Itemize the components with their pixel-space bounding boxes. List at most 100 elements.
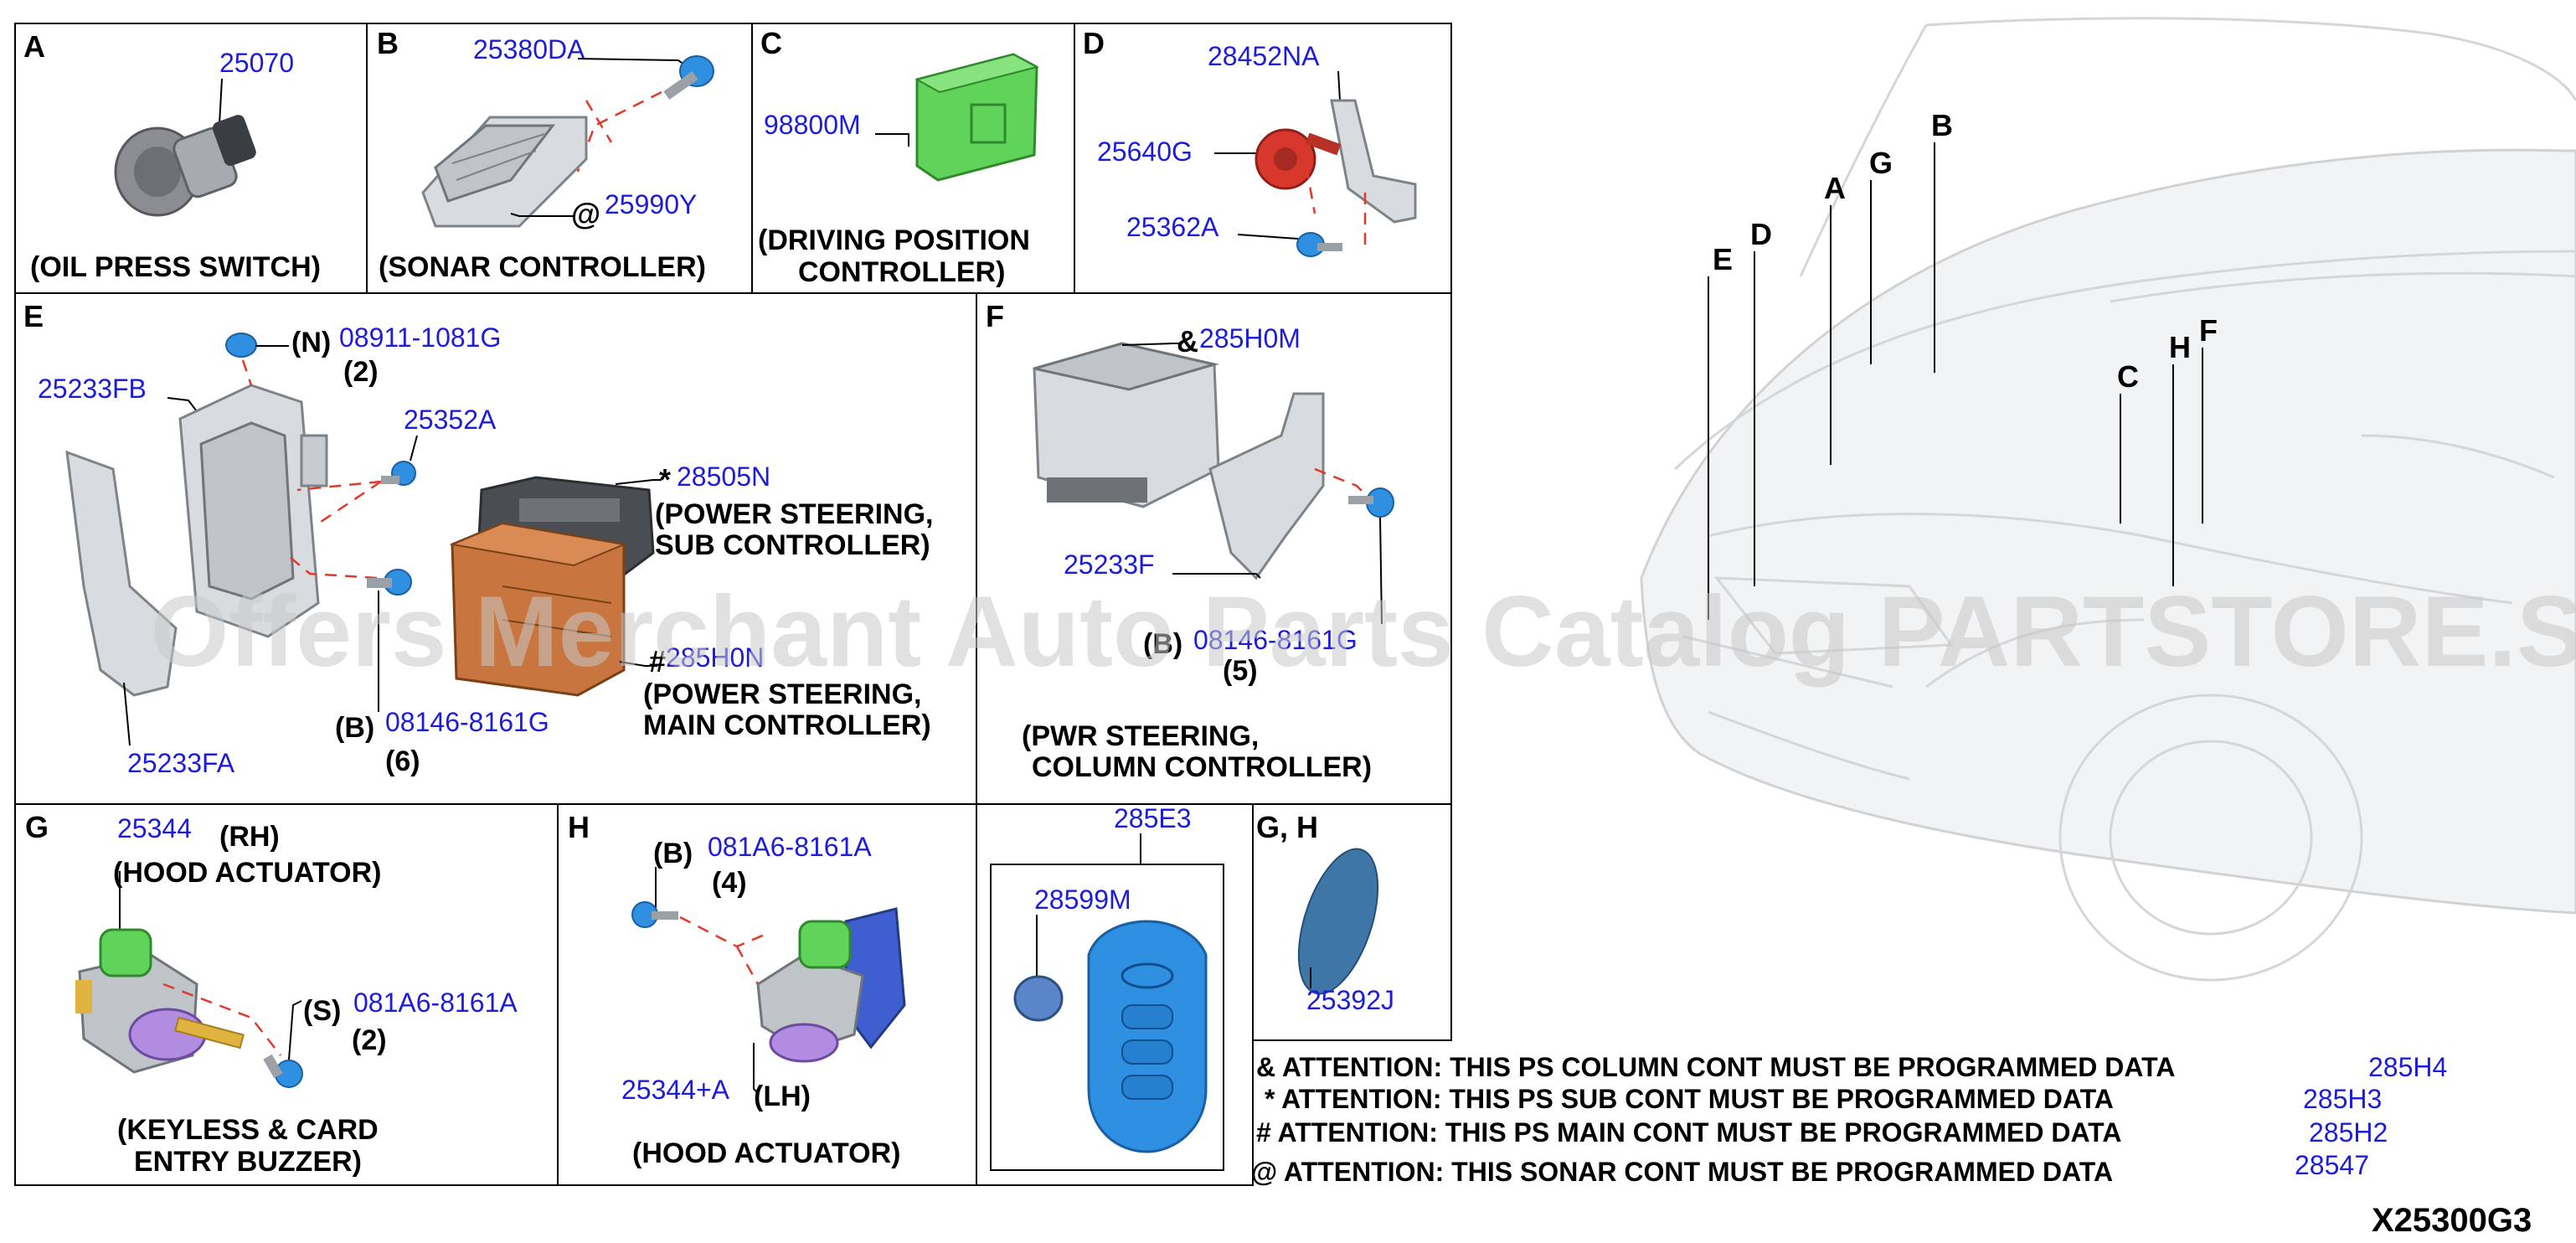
part-label: (HOOD ACTUATOR) [113,857,381,889]
cell-e: E (N) 08911-1081G (2) 25233FB 25233FA 25… [23,299,933,778]
column-bolt [1348,487,1394,518]
qualifier: (B) [653,838,693,869]
qualifier: (B) [1143,628,1182,660]
part-number-link[interactable]: 25344+A [621,1075,730,1105]
cell-letter: F [986,299,1004,333]
quantity: (6) [385,745,420,777]
part-label: SUB CONTROLLER) [655,529,930,561]
column-controller [1033,342,1220,508]
part-label: (HOOD ACTUATOR) [632,1137,900,1169]
part-number-link[interactable]: 08146-8161G [1193,625,1358,655]
part-number-link[interactable]: 25380DA [473,34,585,64]
part-number-link[interactable]: 285H0M [1199,323,1301,353]
callout-b: B [1931,108,1953,142]
callout-g: G [1869,146,1893,180]
part-number-link[interactable]: 25352A [404,405,497,435]
part-label: (SONAR CONTROLLER) [379,251,706,283]
qualifier: (LH) [754,1081,811,1112]
cell-key-fob: 285E3 28599M [990,803,1224,1171]
programming-marker: # [649,644,666,678]
part-number-link[interactable]: 285E3 [1114,803,1192,833]
part-number-link[interactable]: 081A6-8161A [708,832,872,862]
part-number-link[interactable]: 25990Y [605,189,697,219]
cell-gh: G, H 25392J [1256,810,1394,1015]
callout-a: A [1824,171,1846,205]
qualifier: (RH) [219,821,280,853]
screw [381,461,416,486]
part-number-link[interactable]: 285H2 [2309,1117,2388,1148]
qualifier: (B) [335,712,374,744]
part-number-link[interactable]: 25233FB [38,374,147,404]
part-label: (PWR STEERING, [1022,720,1259,752]
key-battery [1013,975,1064,1022]
callout-e: E [1713,242,1733,276]
part-number-link[interactable]: 08146-8161G [385,707,549,737]
cell-a: A 25070 (OIL PRESS SWITCH) [23,29,321,283]
mounting-bolt [367,569,412,596]
callout-d: D [1750,217,1772,251]
cell-letter: E [23,299,44,333]
quantity: (2) [343,356,379,388]
horn-bolt [1296,232,1342,257]
part-number-link[interactable]: 25640G [1097,137,1193,167]
cell-g: G 25344 (RH) (HOOD ACTUATOR) (S) 081A6-8… [25,810,518,1178]
intelligent-key-fob [1087,920,1208,1153]
cell-letter: A [23,29,45,64]
part-number-link[interactable]: 25233FA [127,748,235,778]
part-number-link[interactable]: 25070 [219,48,294,78]
cell-b: B 25380DA @ 25990Y (SONAR CONTROLLER) [377,26,714,283]
column-bracket [1208,392,1325,580]
cell-letter: G [25,810,49,844]
oil-pressure-switch [114,115,256,217]
cell-h: H (B) 081A6-8161A (4) 25344+A (LH) (HOOD… [568,810,906,1169]
qualifier: (N) [291,327,331,358]
part-label: (DRIVING POSITION [758,224,1030,256]
part-label: (POWER STEERING, [655,498,933,530]
lower-bracket [65,450,178,697]
part-label: (KEYLESS & CARD [117,1114,379,1146]
part-number-link[interactable]: 28452NA [1208,41,1320,71]
sonar-screw [663,55,714,100]
part-number-link[interactable]: 25344 [117,813,192,843]
part-number-link[interactable]: 98800M [764,110,861,140]
callout-f: F [2199,313,2218,348]
cell-f: F & 285H0M 25233F (B) 08146-8161G (5) (P… [986,299,1394,783]
part-number-link[interactable]: 25233F [1064,549,1155,580]
part-number-link[interactable]: 25362A [1126,212,1219,242]
part-number-link[interactable]: 081A6-8161A [353,988,518,1018]
cell-c: C 98800M (DRIVING POSITION CONTROLLER) [758,26,1039,288]
attention-note: @ ATTENTION: THIS SONAR CONT MUST BE PRO… [1251,1157,2113,1187]
diagram-code: X25300G3 [2372,1202,2532,1239]
part-label: CONTROLLER) [798,256,1005,288]
programming-marker: & [1177,324,1198,358]
part-label: ENTRY BUZZER) [134,1146,362,1178]
part-number-link[interactable]: 25392J [1306,985,1394,1015]
vehicle-illustration [1640,17,2576,982]
cell-letter: D [1083,26,1105,60]
part-label: (OIL PRESS SWITCH) [30,251,321,283]
quantity: (4) [712,867,747,899]
part-number-link[interactable]: 28505N [677,462,770,492]
cell-d: D 28452NA 25640G 25362A [1083,26,1417,257]
cell-letter: H [568,810,590,844]
attention-note: & ATTENTION: THIS PS COLUMN CONT MUST BE… [1256,1052,2175,1082]
part-number-link[interactable]: 28599M [1034,885,1131,915]
attention-notes: & ATTENTION: THIS PS COLUMN CONT MUST BE… [1251,1052,2447,1187]
callout-h: H [2169,330,2191,364]
cell-letter: C [760,26,782,60]
grid [14,23,1452,1186]
part-number-link[interactable]: 08911-1081G [339,322,501,353]
part-label: MAIN CONTROLLER) [643,709,931,741]
part-number-link[interactable]: 28547 [2295,1150,2369,1180]
watermark: Offers Merchant Auto Parts Catalog PARTS… [151,575,2576,688]
actuator-bolt [631,901,678,928]
part-number-link[interactable]: 285H4 [2368,1052,2447,1082]
cell-letter: B [377,26,399,60]
actuator-bolt [263,1054,303,1088]
vehicle-callouts [1708,142,2203,620]
hood-actuator-lh [756,907,906,1063]
part-number-link[interactable]: 285H3 [2303,1084,2382,1114]
hood-lock-cover [1297,848,1379,995]
sonar-controller [421,116,588,228]
part-number-link[interactable]: 285H0N [666,642,764,673]
